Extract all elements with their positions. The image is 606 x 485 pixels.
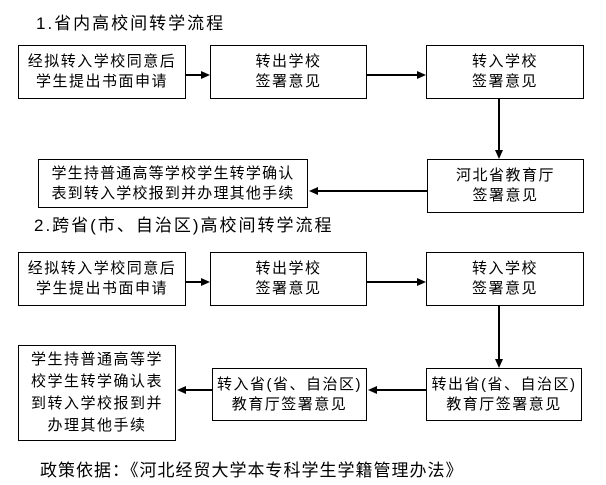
flow2-box-in-province: 转入省(省、自治区) 教育厅签署意见 [212,368,367,421]
arrow-f1-apply-to-out-school [186,74,202,76]
arrow-f2-out-school-to-in-school [367,281,418,283]
flow2-box-out-school: 转出学校 签署意见 [210,252,367,306]
flow2-box-out-school-line2: 签署意见 [255,280,322,297]
flow2-box-out-province: 转出省(省、自治区) 教育厅签署意见 [426,368,582,421]
flow1-box-apply-line1: 经拟转入学校同意后 [27,53,177,70]
flow2-box-apply-line2: 学生提出书面申请 [35,280,168,297]
arrow-f2-in-province-to-report [185,389,212,391]
flow2-box-out-province-line1: 转出省(省、自治区) [431,375,577,393]
arrow-f1-edu-dept-to-report [317,190,427,192]
flow2-box-in-school-line1: 转入学校 [471,260,538,277]
policy-basis-note: 政策依据：《河北经贸大学本专科学生学籍管理办法》 [40,461,464,480]
flow2-box-report-line4: 办理其他手续 [47,417,147,434]
flow1-box-in-school: 转入学校 签署意见 [426,45,584,99]
flow2-box-report-line3: 到转入学校报到并 [30,395,163,412]
flow1-box-in-school-line1: 转入学校 [471,53,538,70]
flow2-box-apply-line1: 经拟转入学校同意后 [27,260,177,277]
flow2-box-in-school: 转入学校 签署意见 [426,252,584,306]
arrow-f1-out-school-to-in-school [367,74,418,76]
flow1-box-apply-line2: 学生提出书面申请 [35,73,168,90]
flow2-box-in-province-line2: 教育厅签署意见 [231,395,348,413]
section-title-intra-province: 1.省内高校间转学流程 [36,14,226,33]
flow1-box-edu-dept-line2: 签署意见 [472,187,539,204]
flow1-box-report-line2: 表到转入学校报到并办理其他手续 [51,184,295,202]
flow1-box-out-school: 转出学校 签署意见 [210,45,367,99]
flow1-box-out-school-line1: 转出学校 [255,53,322,70]
flow2-box-apply: 经拟转入学校同意后 学生提出书面申请 [18,252,186,306]
flow2-box-out-province-line2: 教育厅签署意见 [446,395,562,413]
flow2-box-report-line1: 学生持普通高等学 [30,351,163,368]
flow1-box-edu-dept: 河北省教育厅 签署意见 [427,159,584,213]
arrow-f2-in-school-to-out-province [498,306,500,360]
flow2-box-out-school-line1: 转出学校 [255,260,322,277]
flow1-box-out-school-line2: 签署意见 [255,73,322,90]
section-title-cross-province: 2.跨省(市、自治区)高校间转学流程 [34,216,334,235]
flow1-box-in-school-line2: 签署意见 [471,73,538,90]
arrow-f2-apply-to-out-school [186,281,202,283]
arrow-f1-in-school-to-edu-dept [498,99,500,151]
flow1-box-report-line1: 学生持普通高等学校学生转学确认 [51,164,295,182]
flow1-box-edu-dept-line1: 河北省教育厅 [455,167,555,184]
flow1-box-apply: 经拟转入学校同意后 学生提出书面申请 [18,45,186,99]
arrow-f2-out-province-to-in-province [376,389,426,391]
flow2-box-report-line2: 校学生转学确认表 [30,373,163,390]
flow2-box-in-school-line2: 签署意见 [471,280,538,297]
flow2-box-report: 学生持普通高等学 校学生转学确认表 到转入学校报到并 办理其他手续 [18,345,176,441]
flow2-box-in-province-line1: 转入省(省、自治区) [217,375,362,393]
flow1-box-report: 学生持普通高等学校学生转学确认 表到转入学校报到并办理其他手续 [38,159,308,208]
